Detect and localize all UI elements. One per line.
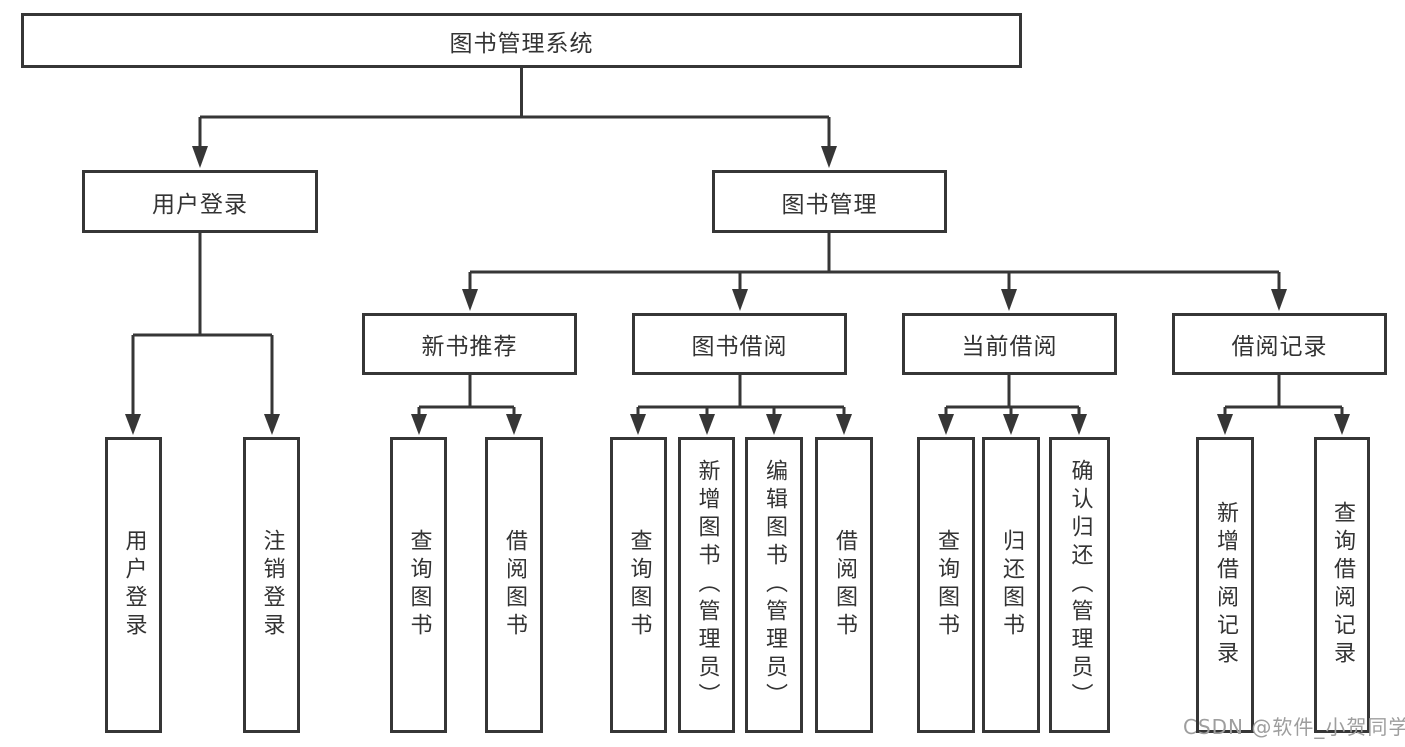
leaf-current-query-books: 查询图书 bbox=[917, 437, 975, 733]
leaf-logout: 注销登录 bbox=[243, 437, 300, 733]
leaf-user-login: 用户登录 bbox=[105, 437, 162, 733]
leaf-records-add-record: 新增借阅记录 bbox=[1196, 437, 1254, 733]
node-new-book-recommend: 新书推荐 bbox=[362, 313, 577, 375]
arrowhead-group bbox=[125, 146, 1350, 435]
node-user-login: 用户登录 bbox=[82, 170, 318, 233]
leaf-newrec-query-books: 查询图书 bbox=[390, 437, 447, 733]
leaf-newrec-borrow-books: 借阅图书 bbox=[485, 437, 543, 733]
leaf-records-query-record: 查询借阅记录 bbox=[1314, 437, 1370, 733]
node-current-borrow: 当前借阅 bbox=[902, 313, 1117, 375]
leaf-current-return-books: 归还图书 bbox=[982, 437, 1040, 733]
node-borrow-records: 借阅记录 bbox=[1172, 313, 1387, 375]
node-root: 图书管理系统 bbox=[21, 13, 1022, 68]
watermark: CSDN @软件_小贺同学 bbox=[1183, 715, 1405, 739]
leaf-current-confirm-return-admin: 确认归还（管理员） bbox=[1049, 437, 1110, 733]
leaf-borrow-query-books: 查询图书 bbox=[610, 437, 667, 733]
leaf-borrow-add-books-admin: 新增图书（管理员） bbox=[678, 437, 735, 733]
node-book-management: 图书管理 bbox=[712, 170, 947, 233]
leaf-borrow-borrow-books: 借阅图书 bbox=[815, 437, 873, 733]
leaf-borrow-edit-books-admin: 编辑图书（管理员） bbox=[745, 437, 803, 733]
node-book-borrow: 图书借阅 bbox=[632, 313, 847, 375]
